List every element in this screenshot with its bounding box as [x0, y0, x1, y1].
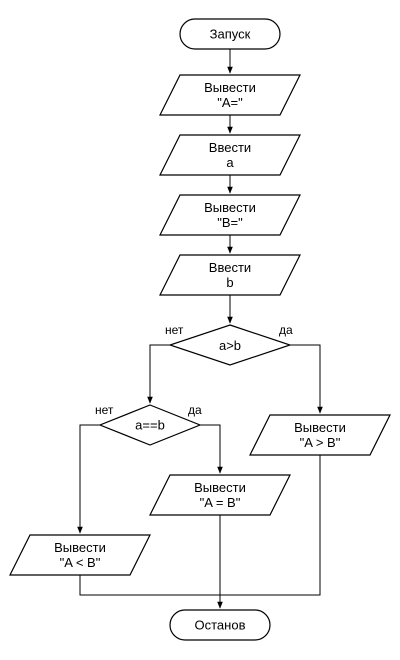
output-greater-line2: "A > B"	[300, 435, 341, 450]
end-terminator: Останов	[169, 609, 271, 641]
decision-eq-label: a==b	[135, 418, 165, 433]
edge-gt-yes	[290, 344, 323, 414]
decision-gt-yes-label: да	[279, 323, 293, 337]
edge-eq-yes	[200, 424, 223, 474]
output-b-line1: Вывести	[204, 200, 256, 215]
edge-eq-no	[77, 424, 100, 534]
output-equal-line2: "A = B"	[200, 495, 241, 510]
output-greater-line1: Вывести	[294, 420, 346, 435]
input-b-line2: b	[226, 275, 233, 290]
output-b-prompt-block: Вывести "B="	[159, 194, 301, 236]
output-greater-block: Вывести "A > B"	[249, 414, 391, 456]
output-a-line2: "A="	[217, 95, 243, 110]
input-b-line1: Ввести	[209, 260, 251, 275]
output-a-line1: Вывести	[204, 80, 256, 95]
decision-gt-no-label: нет	[165, 323, 184, 337]
output-less-block: Вывести "A < B"	[9, 534, 151, 576]
start-label: Запуск	[210, 27, 251, 42]
decision-eq-no-label: нет	[95, 403, 114, 417]
input-a-line2: a	[226, 155, 234, 170]
input-a-block: Ввести a	[159, 134, 301, 176]
input-a-line1: Ввести	[209, 140, 251, 155]
decision-a-greater-b: a>b	[168, 324, 292, 366]
decision-a-equals-b: a==b	[98, 404, 202, 446]
edge-merge	[79, 455, 321, 596]
end-label: Останов	[195, 618, 246, 633]
output-a-prompt-block: Вывести "A="	[159, 74, 301, 116]
output-equal-line1: Вывести	[194, 480, 246, 495]
output-less-line1: Вывести	[54, 540, 106, 555]
decision-eq-yes-label: да	[188, 403, 202, 417]
edge-gt-no	[147, 344, 170, 404]
decision-gt-label: a>b	[219, 338, 241, 353]
input-b-block: Ввести b	[159, 254, 301, 296]
output-b-line2: "B="	[217, 215, 243, 230]
connectors	[77, 49, 323, 609]
output-equal-block: Вывести "A = B"	[149, 474, 291, 516]
output-less-line2: "A < B"	[60, 555, 101, 570]
start-terminator: Запуск	[179, 18, 281, 50]
